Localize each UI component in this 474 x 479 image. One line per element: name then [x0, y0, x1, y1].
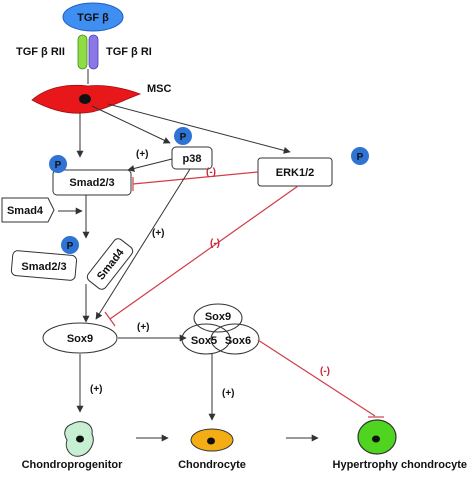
chondrocyte-label: Chondrocyte [178, 459, 246, 471]
tgfb-receptor-ii [77, 34, 88, 70]
inhibit-erk-smad [132, 171, 259, 185]
msc-label: MSC [147, 83, 172, 95]
inhibit-erk-sox9-bar [104, 311, 116, 327]
erk-phospho-badge [351, 147, 369, 165]
arrow-p38-smad [127, 158, 173, 172]
smad23-box [52, 169, 132, 196]
receptor-i-label: TGF β RI [106, 46, 152, 58]
sign-p38-smad: (+) [136, 149, 149, 160]
trio-sox6-label: Sox6 [225, 335, 251, 347]
sox9-label: Sox9 [67, 333, 93, 345]
p38-phospho-label: P [180, 132, 187, 143]
trio-sox9-label: Sox9 [205, 311, 231, 323]
arrow-msc-erk [107, 103, 291, 154]
arrow-p38-sox9 [95, 168, 191, 320]
p38-box [171, 146, 213, 170]
erk-label: ERK1/2 [276, 167, 315, 179]
trio-sox5-node [181, 323, 231, 355]
chondroprogenitor-label: Chondroprogenitor [22, 459, 124, 471]
trio-sox9-node [193, 303, 243, 333]
smad23-phospho-label: P [55, 160, 62, 171]
smad4-label: Smad4 [7, 205, 44, 217]
sign-erk-smad: (-) [206, 167, 216, 178]
sign-sox9-chondroprogenitor: (+) [90, 384, 103, 395]
tgfb-ligand-label: TGF β [77, 12, 109, 24]
sign-trio-hyper: (-) [320, 366, 330, 377]
arrow-msc-p38 [91, 105, 171, 144]
msc-nucleus [79, 94, 91, 104]
inhibit-erk-sox9 [109, 185, 299, 320]
trio-sox6-node [210, 323, 260, 355]
smad4-box [1, 197, 55, 223]
trio-sox5-label: Sox5 [191, 335, 217, 347]
sign-p38-sox9: (+) [152, 228, 165, 239]
complex-phospho-badge [61, 236, 79, 254]
smad23-phospho-badge [49, 155, 67, 173]
hypertrophy-label: Hypertrophy chondrocyte [333, 459, 467, 471]
tgfb-receptor-i [88, 34, 99, 70]
sign-trio-chondrocyte: (+) [222, 388, 235, 399]
sign-erk-sox9: (-) [210, 238, 220, 249]
complex-phospho-label: P [67, 241, 74, 252]
receptor-ii-label: TGF β RII [16, 46, 65, 58]
complex-smad23-box [10, 250, 78, 281]
hypertrophy-nucleus [372, 435, 380, 443]
chondroprogenitor-nucleus [76, 435, 84, 443]
complex-smad4-group: Smad4 [86, 238, 134, 290]
tgfb-ligand [62, 2, 124, 32]
complex-smad4-box [86, 238, 134, 290]
sign-sox9-trio: (+) [137, 322, 150, 333]
chondrocyte-nucleus [207, 437, 215, 445]
p38-label: p38 [183, 153, 202, 165]
complex-smad23-label: Smad2/3 [21, 261, 66, 273]
sox9-node [42, 322, 118, 354]
p38-phospho-badge [174, 127, 192, 145]
erk-phospho-label: P [357, 152, 364, 163]
inhibit-trio-hyper [257, 339, 376, 417]
smad23-label: Smad2/3 [69, 177, 114, 189]
